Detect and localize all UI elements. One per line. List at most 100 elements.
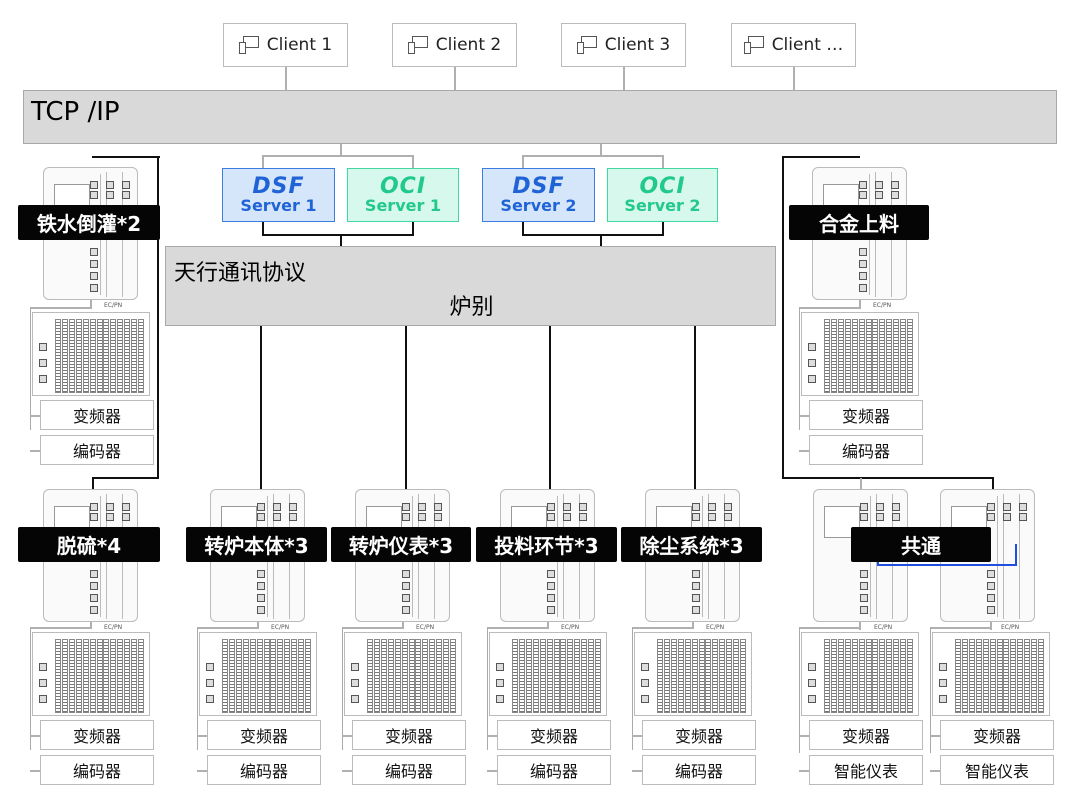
port-icon — [939, 663, 947, 671]
io-slot — [138, 639, 145, 713]
io-slot — [657, 639, 663, 713]
device-smart-meter: 智能仪表 — [940, 755, 1054, 785]
device-encoder: 编码器 — [642, 755, 756, 785]
ethernet-port-icon — [860, 570, 868, 578]
connector-line — [92, 477, 159, 479]
io-slot — [886, 319, 893, 393]
ethernet-port-icon — [987, 503, 995, 511]
ethernet-port-icon — [891, 191, 899, 199]
server-logo: DSF — [252, 174, 305, 200]
group-label: 除尘系统*3 — [621, 527, 762, 562]
io-slot — [305, 639, 312, 713]
port-icon — [39, 375, 47, 383]
ethernet-port-icon — [122, 513, 130, 521]
bus-label: EC/PN — [561, 624, 580, 631]
io-slot — [256, 639, 263, 713]
ethernet-port-icon — [257, 594, 265, 602]
port-icon — [808, 375, 816, 383]
connector-line — [30, 307, 90, 309]
connector-line — [257, 622, 259, 629]
ethernet-port-icon — [90, 272, 98, 280]
ethernet-port-icon — [987, 570, 995, 578]
connector-line — [799, 415, 809, 417]
io-slot — [512, 639, 518, 713]
io-slot — [907, 319, 914, 393]
io-module — [932, 632, 1050, 716]
io-slot — [588, 639, 595, 713]
connector-line — [30, 627, 32, 750]
io-slot — [235, 639, 242, 713]
connector-line — [782, 156, 860, 158]
device-encoder: 编码器 — [352, 755, 466, 785]
io-slot — [131, 639, 138, 713]
device-inverter: 变频器 — [940, 720, 1054, 750]
device-encoder: 编码器 — [40, 435, 154, 465]
connector-line — [197, 770, 207, 772]
io-slot — [955, 639, 961, 713]
connector-line — [930, 770, 940, 772]
io-slot — [740, 639, 747, 713]
ethernet-port-icon — [708, 503, 716, 511]
io-slot — [1010, 639, 1017, 713]
io-slot — [879, 639, 886, 713]
ethernet-port-icon — [122, 191, 130, 199]
connector-line — [600, 144, 602, 155]
port-icon — [351, 695, 359, 703]
io-module — [634, 632, 752, 716]
io-slot — [82, 319, 89, 393]
group-label: 脱硫*4 — [18, 527, 160, 562]
connector-line — [262, 222, 264, 235]
port-icon — [496, 663, 504, 671]
device-inverter: 变频器 — [809, 720, 923, 750]
io-card — [1019, 494, 1035, 619]
io-slot — [387, 639, 394, 713]
io-slot — [886, 639, 893, 713]
io-slot — [367, 639, 373, 713]
io-slot — [68, 319, 75, 393]
connector-line — [454, 67, 456, 90]
client-box: Client … — [731, 23, 856, 67]
connector-line — [30, 735, 40, 737]
bus-label: EC/PN — [104, 302, 123, 309]
io-slot — [1017, 639, 1024, 713]
connector-line — [262, 234, 414, 236]
io-slot — [110, 319, 117, 393]
device-inverter: 变频器 — [497, 720, 611, 750]
connector-line — [342, 627, 402, 629]
connector-line — [342, 735, 352, 737]
group-label: 投料环节*3 — [476, 527, 617, 562]
server-logo: OCI — [639, 174, 686, 200]
connector-line — [692, 622, 694, 629]
connector-line — [260, 326, 262, 490]
io-slot — [222, 639, 228, 713]
io-slot — [55, 319, 61, 393]
port-icon — [206, 695, 214, 703]
ethernet-port-icon — [860, 606, 868, 614]
ethernet-port-icon — [876, 503, 884, 511]
io-slot — [96, 639, 103, 713]
connector-line — [990, 622, 992, 630]
connector-line — [487, 735, 497, 737]
io-slot — [436, 639, 443, 713]
connector-line — [262, 155, 412, 157]
ethernet-port-icon — [692, 570, 700, 578]
connector-line — [600, 234, 602, 246]
port-icon — [808, 695, 816, 703]
io-slot — [415, 639, 422, 713]
ethernet-port-icon — [708, 513, 716, 521]
device-encoder: 编码器 — [207, 755, 321, 785]
io-slot — [900, 639, 907, 713]
connector-line — [522, 155, 524, 168]
connector-line — [157, 156, 159, 479]
io-slot — [380, 639, 387, 713]
connector-line — [197, 735, 207, 737]
ethernet-port-icon — [1019, 513, 1027, 521]
connector-line — [549, 326, 551, 490]
ethernet-port-icon — [692, 594, 700, 602]
connector-line — [632, 770, 642, 772]
ethernet-port-icon — [547, 570, 555, 578]
ethernet-port-icon — [987, 582, 995, 590]
io-slot — [373, 639, 380, 713]
io-slot — [55, 639, 61, 713]
